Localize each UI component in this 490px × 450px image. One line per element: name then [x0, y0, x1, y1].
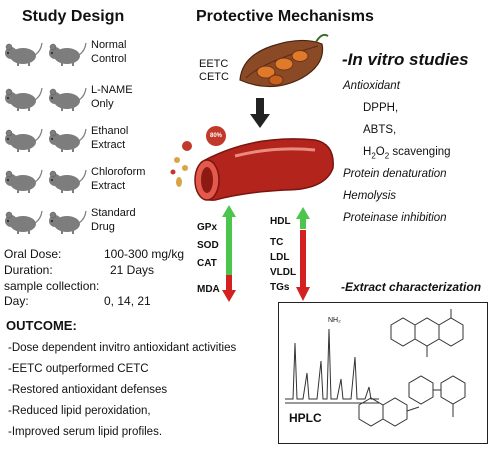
outcome-item: -Reduced lipid peroxidation, [8, 405, 151, 417]
mouse-icon [47, 84, 87, 114]
invitro-title: -In vitro studies [342, 50, 469, 69]
biomarker-mda: MDA [197, 284, 220, 295]
hplc-label: HPLC [289, 411, 322, 425]
cetc-label: CETC [199, 71, 229, 83]
group-label-line1: L-NAME [91, 84, 133, 96]
cocoa-pod-icon [239, 33, 329, 88]
assay-abts: ABTS, [363, 124, 397, 136]
mouse-group-row: L-NAME Only [3, 80, 138, 114]
sample-collection-label: sample collection: [4, 279, 100, 293]
biomarker-tc: TC [270, 237, 284, 248]
assay-dpph: DPPH, [363, 102, 399, 114]
mouse-icon [3, 39, 43, 69]
group-label-line1: Standard [91, 207, 136, 219]
outcome-item: -EETC outperformed CETC [8, 363, 149, 375]
mouse-icon [3, 125, 43, 155]
biomarker-gpx: GPx [197, 222, 218, 233]
antioxidant-label: Antioxidant [343, 80, 400, 92]
mouse-icon [3, 84, 43, 114]
group-label-line2: Only [91, 98, 114, 110]
hemolysis-label: Hemolysis [343, 190, 397, 202]
mouse-icon [3, 166, 43, 196]
biomarker-tgs: TGs [270, 282, 290, 293]
outcome-title: OUTCOME: [6, 318, 77, 333]
group-label-line2: Drug [91, 221, 115, 233]
down-arrow-icon [250, 98, 270, 128]
dose-label: Oral Dose: [4, 247, 62, 261]
down-arrow-red-icon [222, 275, 236, 302]
dose-value: 100-300 mg/kg [104, 247, 185, 261]
eetc-label: EETC [199, 58, 229, 70]
extract-characterization-label: -Extract characterization [341, 280, 482, 294]
mouse-icon [3, 207, 43, 237]
duration-label: Duration: [4, 263, 53, 277]
protein-denaturation-label: Protein denaturation [343, 168, 447, 180]
down-arrow-red-icon [296, 230, 310, 301]
hplc-chromatogram-icon [285, 309, 466, 427]
proteinase-inhibition-label: Proteinase inhibition [343, 212, 447, 224]
group-label-line1: Ethanol [91, 125, 129, 137]
up-arrow-icon [296, 207, 310, 229]
biomarker-vldl: VLDL [270, 267, 297, 278]
biomarker-hdl: HDL [270, 216, 291, 227]
protective-mechanisms-title: Protective Mechanisms [196, 8, 374, 25]
mouse-icon [47, 125, 87, 155]
assay-h2o2: H2O2 scavenging [363, 146, 451, 161]
outcome-item: -Dose dependent invitro antioxidant acti… [8, 342, 237, 354]
study-design-title: Study Design [22, 8, 125, 25]
mouse-icon [47, 39, 87, 69]
blood-vessel-icon [170, 138, 334, 201]
outcome-item: -Improved serum lipid profiles. [8, 426, 163, 438]
biomarker-cat: CAT [197, 258, 217, 269]
up-arrow-icon [222, 205, 236, 277]
day-value: 0, 14, 21 [104, 294, 151, 308]
biomarker-ldl: LDL [270, 252, 290, 263]
group-label-line2: Control [91, 53, 127, 65]
outcome-item: -Restored antioxidant defenses [8, 384, 168, 396]
percent-badge: 80% [206, 126, 226, 146]
group-label-line1: Normal [91, 39, 127, 51]
day-label: Day: [4, 294, 29, 308]
mouse-icon [47, 166, 87, 196]
duration-value: 21 Days [110, 263, 155, 277]
mouse-icon [47, 207, 87, 237]
group-label-line1: Chloroform [91, 166, 146, 178]
group-label-line2: Extract [91, 180, 126, 192]
biomarker-sod: SOD [197, 240, 219, 251]
group-label-line2: Extract [91, 139, 126, 151]
hplc-panel: NH₂ HPLC [278, 302, 488, 444]
peak-label: NH₂ [328, 317, 341, 324]
